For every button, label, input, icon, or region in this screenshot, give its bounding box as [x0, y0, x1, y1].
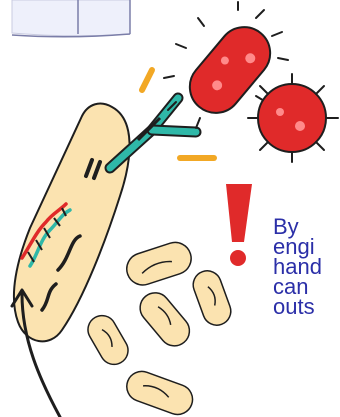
caption-line: outs — [273, 297, 322, 317]
warning-icon — [226, 184, 252, 266]
caption-text: By engi hand can outs — [273, 217, 322, 317]
bacteria-cluster — [83, 238, 235, 417]
pathogen-coccus — [248, 74, 338, 162]
table-fragment — [12, 0, 130, 37]
